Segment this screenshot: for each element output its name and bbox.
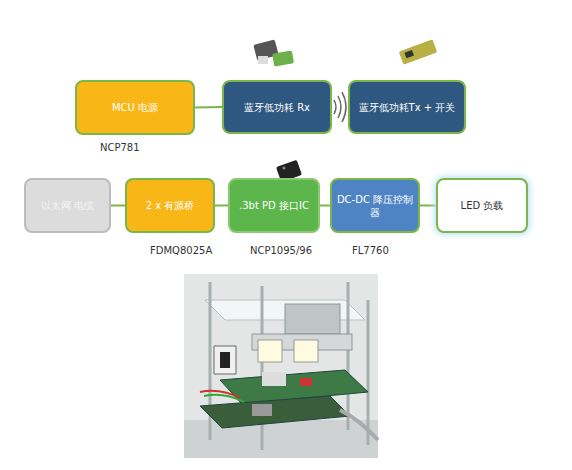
box-text: 以太网 电缆: [41, 199, 94, 212]
process-box: DC-DC 降压控制器: [330, 178, 420, 233]
process-box: 蓝牙低功耗Tx + 开关: [348, 80, 466, 134]
box-text: MCU 电源: [112, 101, 158, 114]
photo: [184, 274, 378, 458]
box-text: LED 负载: [461, 199, 504, 212]
chip-image: [399, 39, 438, 64]
part-number: NCP1095/96: [250, 245, 312, 256]
chip-image: [253, 39, 294, 66]
process-box: 以太网 电缆: [24, 178, 111, 233]
box-text: .3bt PD 接口IC: [239, 199, 309, 212]
process-box: MCU 电源: [75, 80, 195, 135]
part-number: FL7760: [352, 245, 389, 256]
part-number: NCP781: [100, 142, 140, 153]
box-text: 蓝牙低功耗 Rx: [244, 101, 310, 114]
box-text: 2 x 有源桥: [146, 199, 195, 212]
process-box: .3bt PD 接口IC: [228, 178, 320, 233]
process-box: 2 x 有源桥: [125, 178, 215, 233]
connector-line: [420, 205, 436, 207]
box-text: DC-DC 降压控制器: [336, 193, 414, 219]
wireless-symbol: [334, 92, 346, 122]
connector-line: [215, 205, 228, 207]
connector-line: [320, 205, 330, 207]
process-box: 蓝牙低功耗 Rx: [222, 80, 332, 134]
connector-line: [111, 205, 125, 207]
connector-line: [195, 106, 222, 109]
box-text: 蓝牙低功耗Tx + 开关: [359, 101, 456, 114]
part-number: FDMQ8025A: [150, 245, 212, 256]
process-box: LED 负载: [436, 178, 528, 233]
